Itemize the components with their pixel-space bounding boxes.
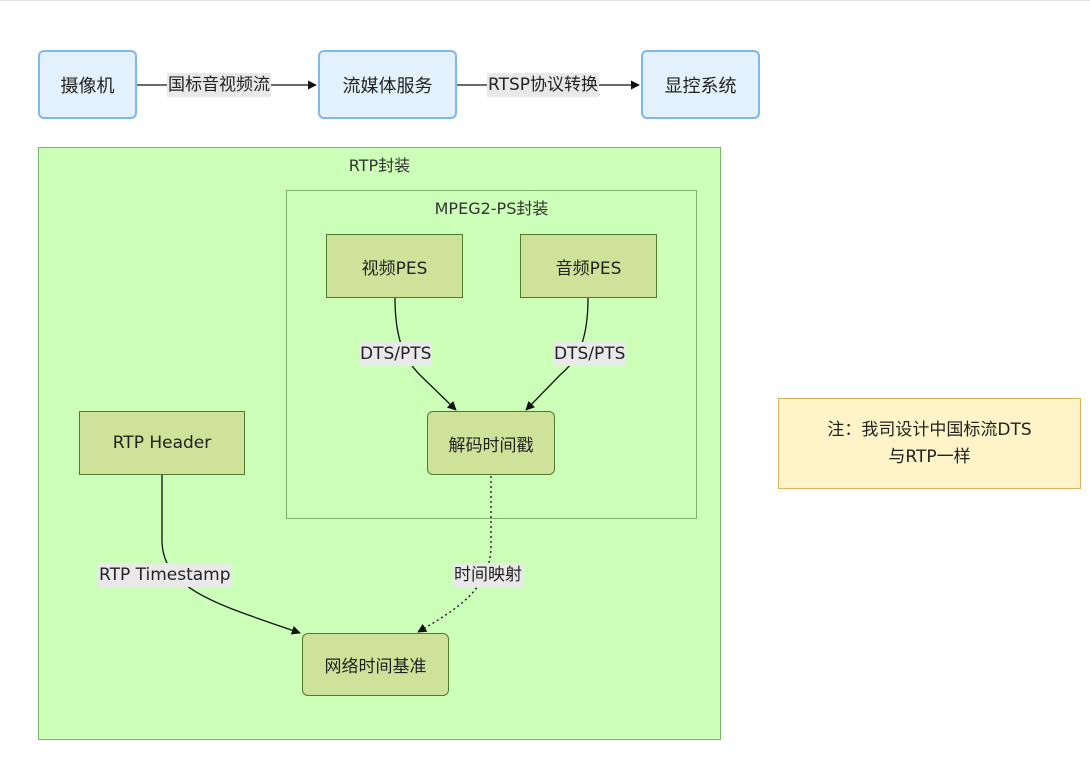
edge-label-video-decode: DTS/PTS [359, 342, 433, 366]
network-time-base-node: 网络时间基准 [302, 633, 449, 696]
decode-timestamp-node: 解码时间戳 [427, 411, 555, 475]
mpeg2ps-cluster: MPEG2-PS封装 [286, 190, 697, 519]
note-line-2: 与RTP一样 [888, 446, 971, 467]
rtp-header-node: RTP Header [79, 411, 245, 475]
design-note: 注：我司设计中国标流DTS 与RTP一样 [778, 398, 1081, 489]
top-divider [0, 0, 1090, 1]
edge-label-decode-network: 时间映射 [453, 563, 523, 587]
edge-label-media-display: RTSP协议转换 [487, 73, 600, 97]
media-service-node: 流媒体服务 [318, 50, 457, 119]
rtp-cluster-title: RTP封装 [348, 156, 411, 175]
edge-header-network [161, 475, 301, 635]
edge-label-audio-decode: DTS/PTS [553, 342, 627, 366]
mpeg2ps-cluster-title: MPEG2-PS封装 [434, 199, 549, 218]
display-control-node: 显控系统 [641, 50, 760, 119]
edge-label-header-network: RTP Timestamp [98, 563, 232, 587]
edge-decode-network [417, 476, 492, 633]
video-pes-node: 视频PES [326, 234, 463, 298]
edge-label-camera-media: 国标音视频流 [167, 73, 271, 97]
note-line-1: 注：我司设计中国标流DTS [827, 419, 1032, 440]
camera-node: 摄像机 [38, 50, 137, 119]
audio-pes-node: 音频PES [520, 234, 657, 298]
